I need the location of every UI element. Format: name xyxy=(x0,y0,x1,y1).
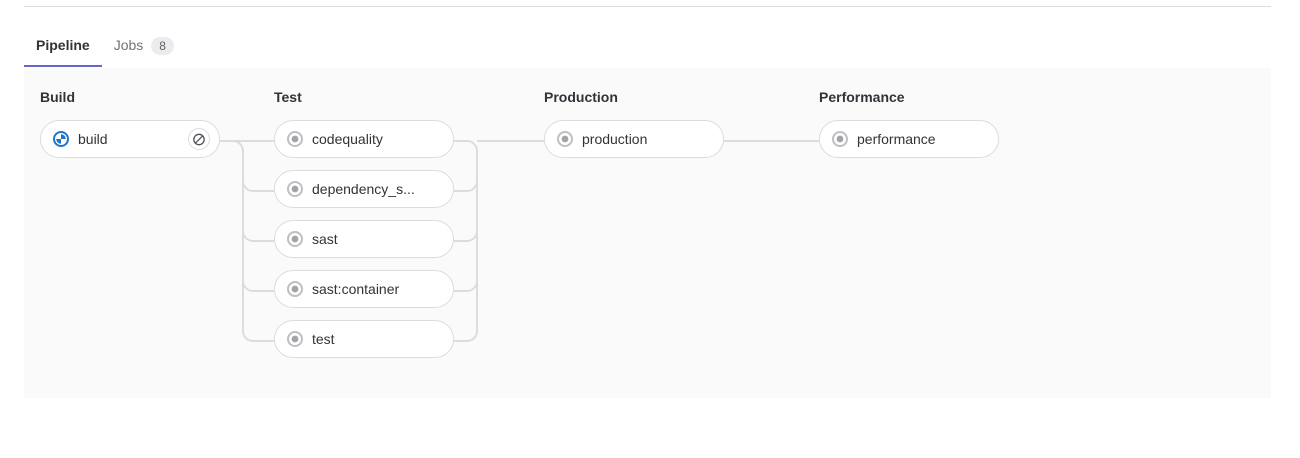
status-created-icon xyxy=(287,131,303,147)
status-created-icon xyxy=(287,181,303,197)
job-dependency-scanning-label: dependency_s... xyxy=(312,181,415,197)
job-test[interactable]: test xyxy=(274,320,454,358)
stage-production-title: Production xyxy=(544,89,618,105)
pipeline-graph: Build build xyxy=(24,68,1271,398)
job-codequality[interactable]: codequality xyxy=(274,120,454,158)
top-divider xyxy=(24,6,1271,7)
tab-jobs-badge: 8 xyxy=(151,36,174,55)
status-created-icon xyxy=(832,131,848,147)
job-performance[interactable]: performance xyxy=(819,120,999,158)
cancel-job-button[interactable] xyxy=(188,128,210,150)
job-codequality-label: codequality xyxy=(312,131,383,147)
pipeline-connectors xyxy=(220,140,819,342)
job-sast-container-label: sast:container xyxy=(312,281,400,297)
status-running-icon xyxy=(53,131,69,147)
stage-build-jobs: build xyxy=(40,120,220,170)
stage-production-jobs: production xyxy=(544,120,724,170)
tab-pipeline-label: Pipeline xyxy=(36,37,90,53)
job-dependency-scanning[interactable]: dependency_s... xyxy=(274,170,454,208)
job-production-label: production xyxy=(582,131,648,147)
stage-test-title: Test xyxy=(274,89,302,105)
stage-build-title: Build xyxy=(40,89,75,105)
tab-pipeline[interactable]: Pipeline xyxy=(24,24,102,67)
stage-test-jobs: codequality dependency_s... sast xyxy=(274,120,454,370)
job-production[interactable]: production xyxy=(544,120,724,158)
status-created-icon xyxy=(287,231,303,247)
status-created-icon xyxy=(287,331,303,347)
job-performance-label: performance xyxy=(857,131,936,147)
tab-jobs-label: Jobs xyxy=(113,37,144,53)
job-sast[interactable]: sast xyxy=(274,220,454,258)
status-created-icon xyxy=(287,281,303,297)
job-sast-container[interactable]: sast:container xyxy=(274,270,454,308)
stage-performance-jobs: performance xyxy=(819,120,999,170)
job-sast-label: sast xyxy=(312,231,338,247)
pipeline-tabbar: Pipeline Jobs 8 xyxy=(24,24,1271,69)
status-created-icon xyxy=(557,131,573,147)
job-build-label: build xyxy=(78,131,108,147)
tab-jobs[interactable]: Jobs 8 xyxy=(102,24,186,67)
job-build[interactable]: build xyxy=(40,120,220,158)
job-test-label: test xyxy=(312,331,335,347)
cancel-icon xyxy=(193,133,205,145)
stage-performance-title: Performance xyxy=(819,89,905,105)
